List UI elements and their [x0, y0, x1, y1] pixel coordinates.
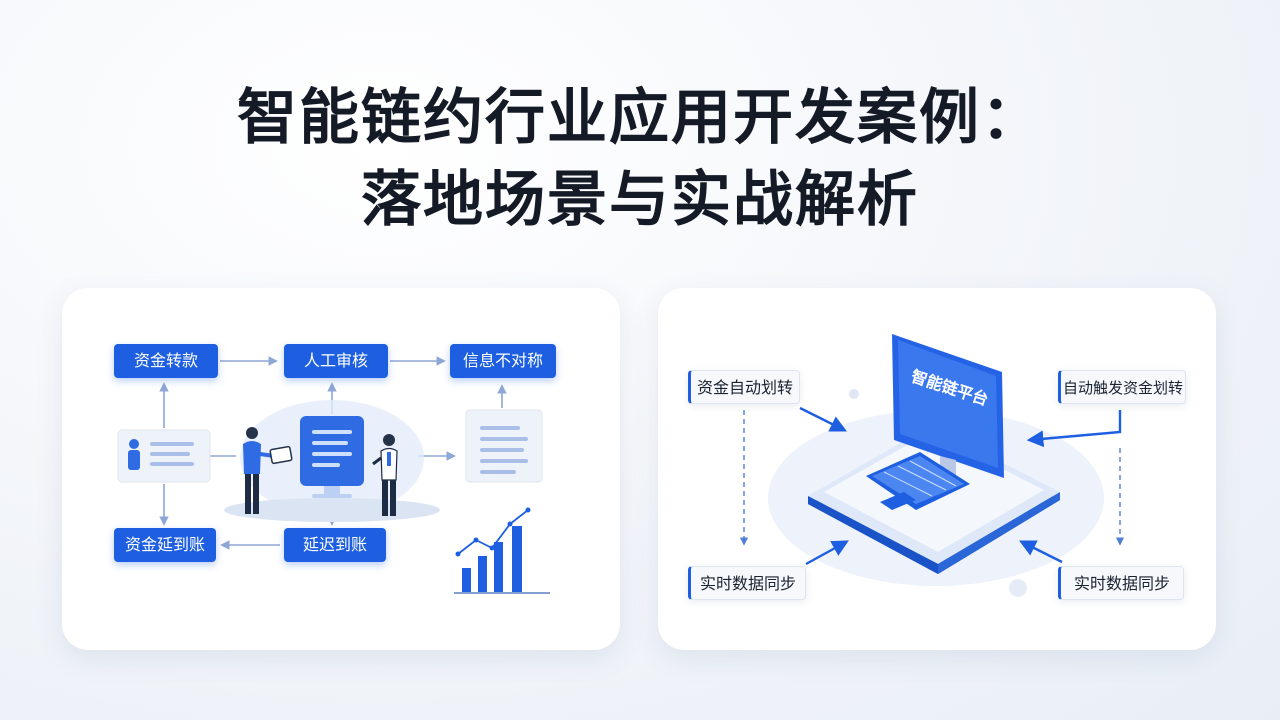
arrow-sync-in-right	[1018, 540, 1063, 564]
node-manual-review: 人工审核	[284, 344, 388, 378]
decor-dot	[1009, 579, 1027, 597]
list-document-icon	[465, 409, 543, 483]
traditional-process-card: 资金转款 人工审核 信息不对称 资金延到账 延迟到账	[62, 288, 620, 650]
node-realtime-sync-right: 实时数据同步	[1058, 566, 1184, 600]
page-title-line-2: 落地场景与实战解析	[361, 165, 919, 235]
decor-dot	[849, 389, 859, 399]
growth-bar-chart-icon	[454, 507, 550, 594]
monitor-icon	[892, 334, 1004, 486]
node-realtime-sync-left: 实时数据同步	[688, 566, 806, 600]
keyboard-icon	[866, 452, 970, 510]
smart-platform-diagram	[739, 334, 1125, 597]
node-auto-trigger-transfer: 自动触发资金划转	[1058, 370, 1186, 404]
person-standing-icon	[372, 434, 398, 516]
person-with-tablet-icon	[243, 427, 293, 514]
node-info-asymmetry: 信息不对称	[450, 344, 556, 378]
node-auto-transfer: 资金自动划转	[688, 370, 800, 404]
arrow-trigger-in	[1026, 410, 1122, 448]
node-fund-transfer: 资金转款	[114, 344, 218, 378]
arrow-sync-in-left	[805, 540, 849, 566]
page-title-line-1: 智能链约行业应用开发案例：	[237, 83, 1043, 153]
center-document-icon	[300, 416, 364, 498]
arrow-auto-transfer-in	[799, 406, 848, 432]
node-late-arrival: 资金延到账	[114, 528, 216, 562]
node-delayed-arrival: 延迟到账	[284, 528, 386, 562]
traditional-process-diagram	[117, 356, 550, 594]
smart-platform-card: 智能链平台 资金自动划转 自动触发资金划转 实时数据同步 实时数据同步	[658, 288, 1216, 650]
profile-document-icon	[117, 429, 211, 483]
